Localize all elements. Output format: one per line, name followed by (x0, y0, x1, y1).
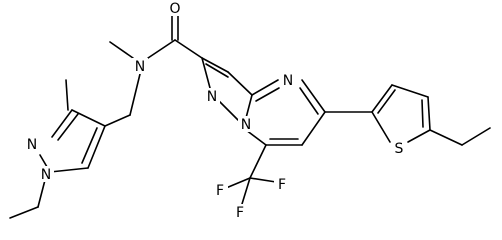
nitrogen-pyrazole-1-atom: N (24, 136, 40, 153)
bond-lines (9, 11, 491, 219)
nitrogen-pyrazole-1-label: N (27, 137, 37, 153)
nitrogen-pyrimidine-label: N (283, 73, 293, 89)
fluorine-2-label: F (236, 205, 244, 221)
nitrogen-pyrazolo-1-label: N (207, 89, 217, 105)
fluorine-3-label: F (278, 177, 286, 193)
nitrogen-pyrazolo-1-atom: N (204, 88, 220, 105)
fluorine-1-label: F (216, 183, 224, 199)
nitrogen-pyrazolo-2-atom: N (238, 116, 254, 133)
nitrogen-amide-atom: N (132, 58, 148, 75)
fluorine-1-atom: F (212, 182, 228, 199)
atom-labels: O N N N N N N S (24, 0, 407, 221)
sulfur-thiophene-label: S (395, 141, 404, 157)
oxygen-carbonyl-label: O (169, 1, 180, 17)
nitrogen-pyrimidine-atom: N (280, 72, 296, 89)
fluorine-3-atom: F (274, 176, 290, 193)
sulfur-thiophene-atom: S (391, 140, 407, 157)
oxygen-carbonyl-atom: O (167, 0, 183, 17)
nitrogen-pyrazolo-2-label: N (241, 117, 251, 133)
nitrogen-pyrazole-2-atom: N (38, 166, 54, 183)
nitrogen-amide-label: N (135, 59, 145, 75)
molecule-structure-diagram: O N N N N N N S (9, 0, 491, 221)
fluorine-2-atom: F (232, 204, 248, 221)
nitrogen-pyrazole-2-label: N (41, 167, 51, 183)
